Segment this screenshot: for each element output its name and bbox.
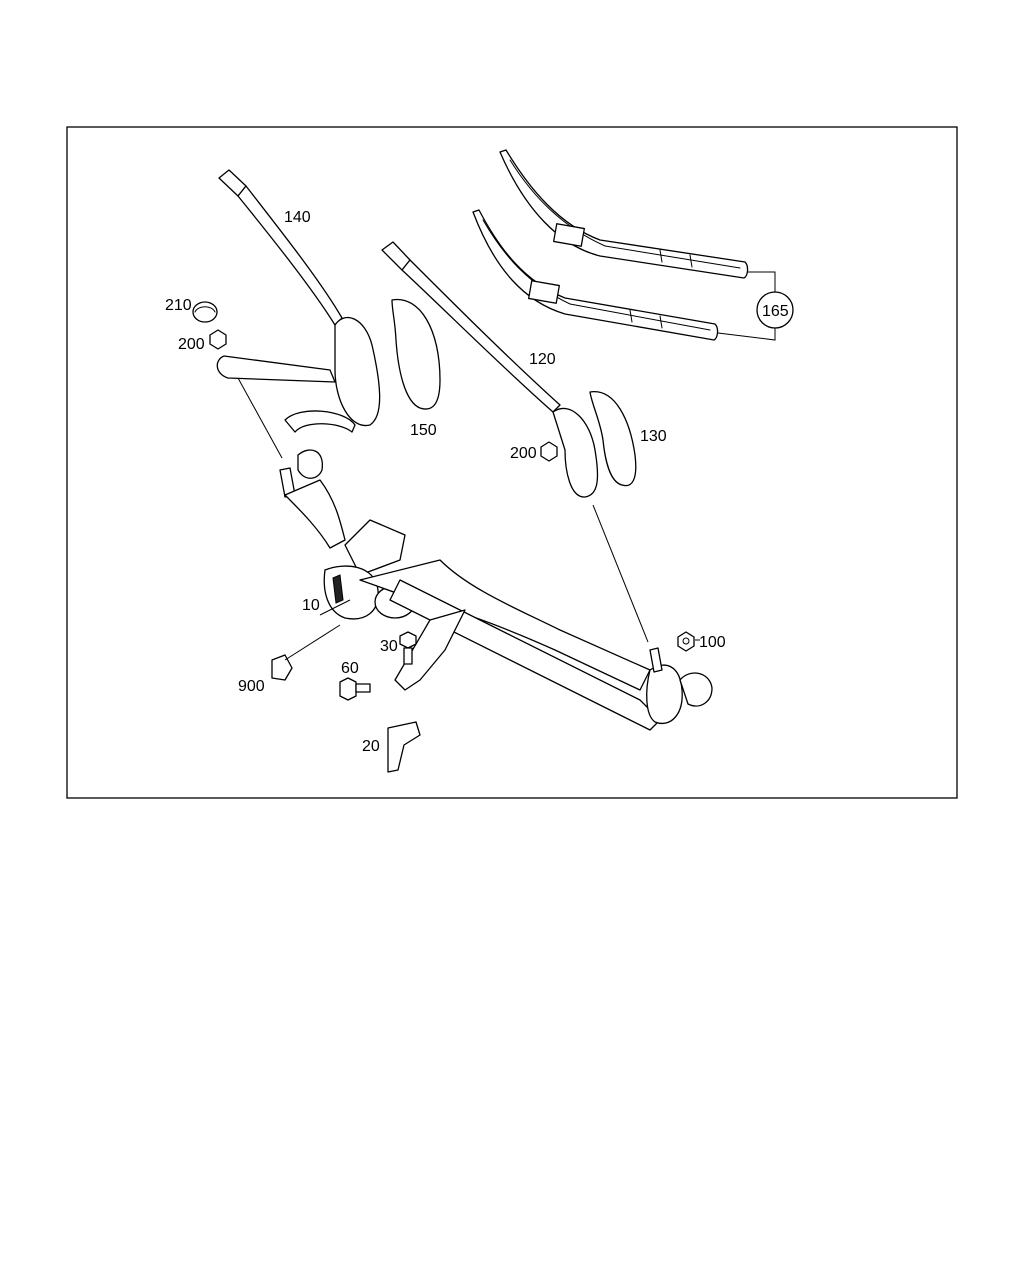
diagram-frame [66, 126, 958, 799]
label-20: 20 [362, 738, 380, 755]
wiper-arm-right[interactable] [381, 241, 599, 498]
bolt-60[interactable] [339, 677, 371, 701]
bolt-30[interactable] [399, 631, 417, 665]
arm-cover-right[interactable] [589, 391, 637, 487]
nut-200-left[interactable] [209, 329, 227, 350]
label-200-left: 200 [178, 336, 205, 353]
arm-cover-left[interactable] [391, 298, 441, 410]
label-100: 100 [699, 634, 726, 651]
label-10: 10 [302, 597, 320, 614]
nut-200-right[interactable] [540, 441, 558, 462]
label-130: 130 [640, 428, 667, 445]
wiper-blade-lower[interactable] [472, 209, 719, 341]
grommet-900[interactable] [271, 654, 293, 681]
label-140: 140 [284, 209, 311, 226]
label-60: 60 [341, 660, 359, 677]
label-165: 165 [762, 303, 789, 320]
nut-100[interactable] [677, 631, 695, 652]
label-150: 150 [410, 422, 437, 439]
cap-210[interactable] [192, 301, 218, 323]
label-30: 30 [380, 638, 398, 655]
wiper-blade-upper[interactable] [499, 149, 749, 279]
callout-circle-165 [756, 291, 794, 329]
wiper-arm-left[interactable] [216, 169, 381, 433]
wiper-linkage-frame[interactable] [279, 449, 713, 731]
label-210: 210 [165, 297, 192, 314]
label-120: 120 [529, 351, 556, 368]
leader-lines [237, 377, 700, 661]
label-900: 900 [238, 678, 265, 695]
label-200-right: 200 [510, 445, 537, 462]
bracket-20[interactable] [387, 721, 421, 773]
